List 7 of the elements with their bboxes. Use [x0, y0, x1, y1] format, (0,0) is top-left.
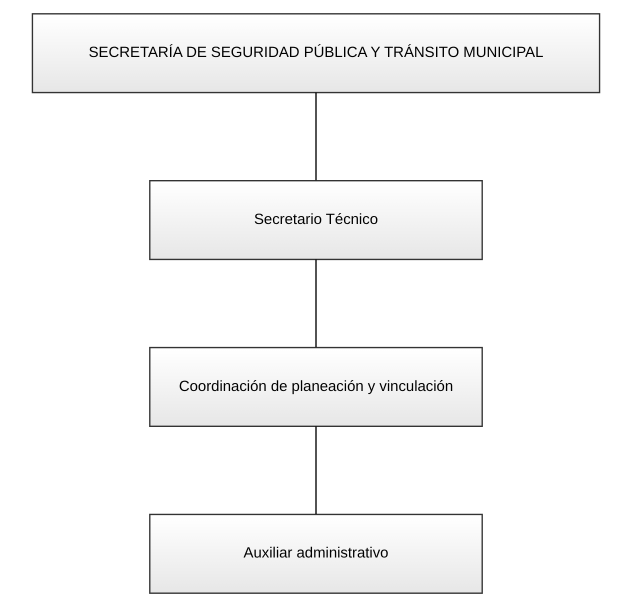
connector — [315, 92, 317, 180]
connector — [315, 426, 317, 514]
node-box: SECRETARÍA DE SEGURIDAD PÚBLICA Y TRÁNSITO MUNICIPAL — [32, 13, 600, 94]
node-box: Secretario Técnico — [149, 180, 483, 260]
node-box: Coordinación de planeación y vinculación — [149, 346, 483, 427]
node-box: Auxiliar administrativo — [149, 514, 483, 594]
connector — [315, 259, 317, 348]
